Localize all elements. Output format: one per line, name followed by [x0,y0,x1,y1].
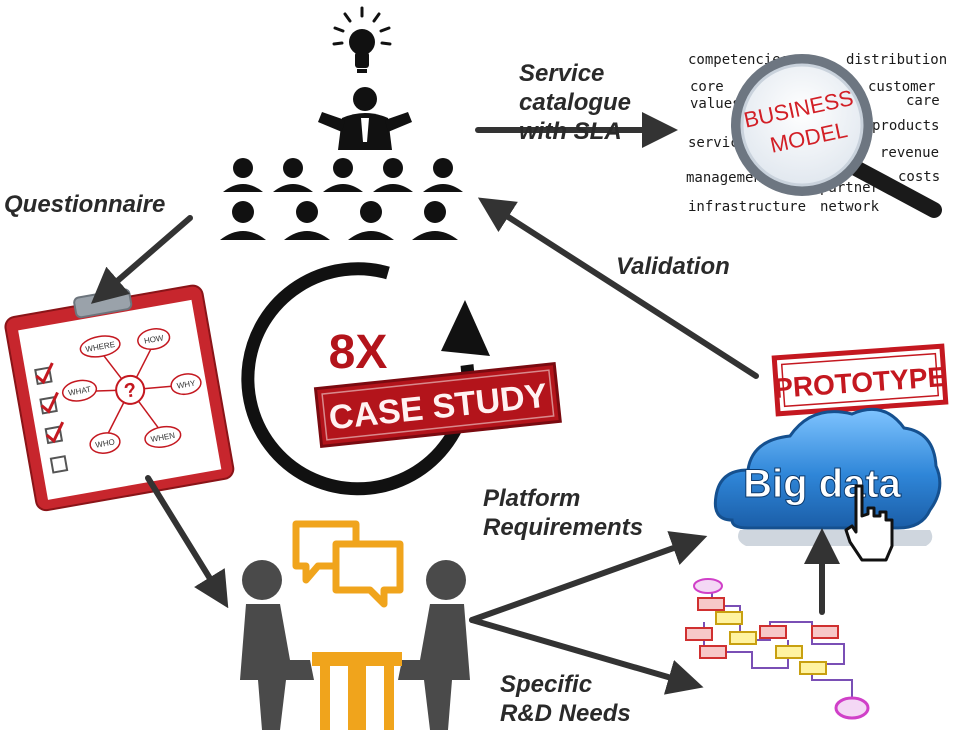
question-mark: ? [122,379,138,403]
label-line: Service [519,60,605,87]
bm-word: distribution [846,52,947,68]
bubble-label: WHY [176,378,197,390]
questionnaire-label: Questionnaire [4,191,166,218]
label-line: Requirements [483,514,644,541]
bubble-label: WHAT [68,385,92,398]
bm-word: costs [898,169,940,185]
bm-word: management [686,170,770,186]
label-line: R&D Needs [500,700,631,727]
label-line: catalogue [519,89,632,116]
case-count: 8X [329,326,388,379]
meeting-icon [240,520,470,730]
specific-needs-label: Specific R&D Needs [500,670,631,728]
cycle-arrow-icon [241,262,490,496]
bm-word: care [906,93,940,109]
big-data-cloud: Big data [713,407,942,562]
clipboard-icon: ? WHERE HOW WHAT WHY WHO WHEN [4,284,235,512]
prototype-stamp: PROTOTYPE [771,343,949,417]
label-line: with SLA [519,118,622,145]
arrow-to-questionnaire [90,215,193,304]
arrow-to-flowchart [469,617,704,695]
bm-word: core [690,79,724,95]
label-line: Platform [483,485,581,512]
magnifier-icon: BUSINESS MODEL [731,54,942,218]
platform-requirements-label: Platform Requirements [483,484,643,542]
presenter-icon [318,87,412,150]
speech-bubbles-icon [292,520,404,608]
bm-word: revenue [880,145,939,161]
bm-word: customer [868,79,935,95]
bubble-label: HOW [143,333,164,345]
bm-word: network [820,199,880,215]
business-model-image: competencies distribution core values cu… [686,52,947,218]
bm-word: values [690,96,741,112]
label-line: Specific [500,671,593,698]
bm-word: products [872,118,939,134]
flowchart-icon [685,578,870,720]
service-catalogue-label: Service catalogue with SLA [519,59,631,146]
validation-label: Validation [616,253,730,280]
lightbulb-icon [332,6,392,73]
audience-icon [220,158,463,240]
arrow-validation [477,197,759,379]
bubble-label: WHEN [150,431,176,444]
bm-word: competencies [688,52,789,68]
bm-word: infrastructure [688,199,806,215]
hand-cursor-icon [844,484,894,562]
arrow-to-big-data [469,531,708,623]
bubble-label: WHO [95,437,116,449]
checkbox-list [34,362,69,474]
arrow-to-meeting [145,475,229,609]
case-study-stamp: CASE STUDY [313,361,562,449]
big-data-text: Big data [743,462,902,506]
